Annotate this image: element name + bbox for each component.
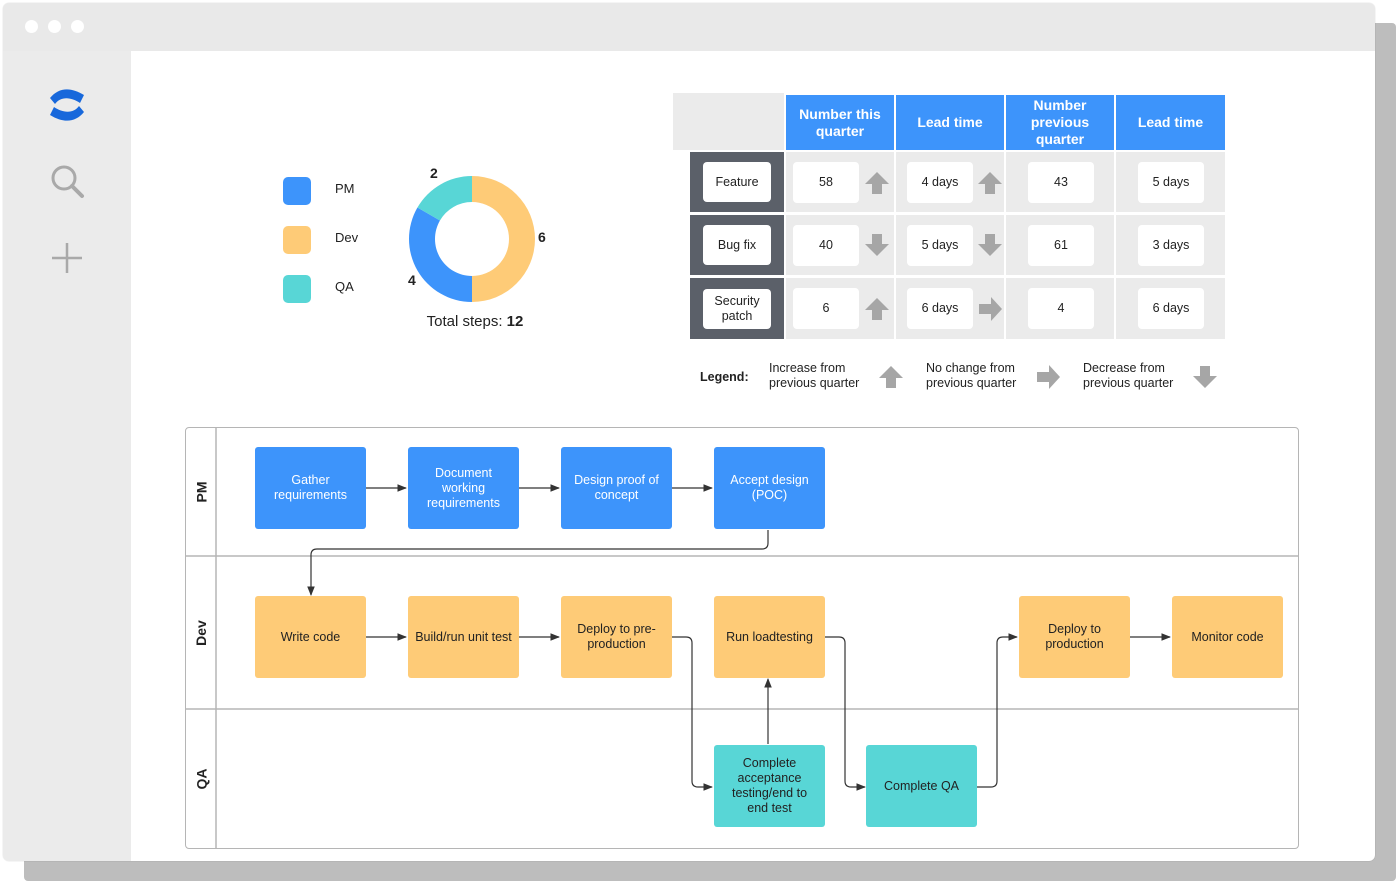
plus-icon[interactable] — [3, 234, 131, 282]
legend-no-change-text: No change from previous quarter — [926, 361, 1017, 390]
cell-lead: 5 days — [896, 215, 1004, 275]
step-acceptance-testing[interactable]: Complete acceptance testing/end to end t… — [714, 745, 825, 827]
table-legend-title: Legend: — [700, 370, 749, 384]
cell-prev-lead: 5 days — [1116, 152, 1225, 212]
legend-swatch-qa — [283, 275, 311, 303]
window-control-dot[interactable] — [71, 20, 84, 33]
legend-swatch-dev — [283, 226, 311, 254]
donut-slice-dev — [472, 176, 535, 302]
cell-value: 4 days — [907, 162, 973, 203]
cell-value: 6 days — [1138, 288, 1204, 329]
cell-value: 4 — [1028, 288, 1094, 329]
arrow-down-icon — [1193, 366, 1217, 388]
cell-count: 58 — [786, 152, 894, 212]
title-bar — [3, 3, 1375, 51]
cell-prev-lead: 3 days — [1116, 215, 1225, 275]
lane-label-text: QA — [193, 768, 209, 790]
row-label-feature: Feature — [690, 152, 784, 212]
step-complete-qa[interactable]: Complete QA — [866, 745, 977, 827]
lane-label-text: Dev — [193, 620, 209, 646]
arrow-down-icon — [978, 234, 1002, 256]
step-build-unit-test[interactable]: Build/run unit test — [408, 596, 519, 678]
donut-value-dev: 6 — [538, 229, 546, 245]
arrow-right-icon — [979, 297, 1002, 321]
row-label-text: Security patch — [703, 288, 771, 329]
row-label-security-patch: Security patch — [690, 278, 784, 339]
legend-increase-text: Increase from previous quarter — [769, 361, 860, 390]
cell-value: 5 days — [1138, 162, 1204, 203]
step-design-poc[interactable]: Design proof of concept — [561, 447, 672, 529]
row-label-text: Feature — [703, 162, 771, 202]
header-number-previous-quarter: Number previous quarter — [1006, 95, 1114, 150]
step-document-requirements[interactable]: Document working requirements — [408, 447, 519, 529]
window-control-dot[interactable] — [48, 20, 61, 33]
header-number-this-quarter: Number this quarter — [786, 95, 894, 150]
step-accept-design[interactable]: Accept design (POC) — [714, 447, 825, 529]
sidebar — [3, 51, 131, 861]
lane-label-pm: PM — [186, 428, 216, 556]
cell-lead: 6 days — [896, 278, 1004, 339]
swimlane-diagram — [185, 427, 1299, 849]
step-run-loadtesting[interactable]: Run loadtesting — [714, 596, 825, 678]
header-lead-time: Lead time — [896, 95, 1004, 150]
step-gather-requirements[interactable]: Gather requirements — [255, 447, 366, 529]
legend-label-pm: PM — [335, 181, 355, 196]
cell-prev-count: 61 — [1006, 215, 1114, 275]
cell-value: 3 days — [1138, 225, 1204, 266]
step-write-code[interactable]: Write code — [255, 596, 366, 678]
legend-label-dev: Dev — [335, 230, 359, 245]
legend-swatch-pm — [283, 177, 311, 205]
table-corner — [673, 93, 784, 150]
donut-slice-pm — [409, 207, 472, 302]
arrow-up-icon — [978, 172, 1002, 194]
row-label-bug-fix: Bug fix — [690, 215, 784, 275]
donut-slice-qa — [417, 176, 472, 221]
cell-value: 43 — [1028, 162, 1094, 203]
cell-value: 6 — [793, 288, 859, 329]
lane-label-text: PM — [193, 481, 209, 503]
window-control-dot[interactable] — [25, 20, 38, 33]
confluence-logo-icon[interactable] — [3, 81, 131, 129]
cell-value: 61 — [1028, 225, 1094, 266]
total-steps: Total steps: 12 — [395, 313, 555, 330]
cell-prev-lead: 6 days — [1116, 278, 1225, 339]
cell-lead: 4 days — [896, 152, 1004, 212]
cell-prev-count: 4 — [1006, 278, 1114, 339]
step-deploy-production[interactable]: Deploy to production — [1019, 596, 1130, 678]
row-label-text: Bug fix — [703, 225, 771, 265]
step-deploy-preproduction[interactable]: Deploy to pre-production — [561, 596, 672, 678]
arrow-right-icon — [1037, 365, 1060, 389]
arrow-down-icon — [865, 234, 889, 256]
legend-label-qa: QA — [335, 279, 354, 294]
arrow-up-icon — [879, 366, 903, 388]
arrow-up-icon — [865, 172, 889, 194]
cell-value: 6 days — [907, 288, 973, 329]
step-monitor-code[interactable]: Monitor code — [1172, 596, 1283, 678]
search-icon[interactable] — [3, 157, 131, 205]
cell-prev-count: 43 — [1006, 152, 1114, 212]
arrow-up-icon — [865, 298, 889, 320]
cell-count: 40 — [786, 215, 894, 275]
cell-value: 5 days — [907, 225, 973, 266]
lane-label-qa: QA — [186, 710, 216, 848]
cell-value: 40 — [793, 225, 859, 266]
donut-value-qa: 2 — [430, 165, 438, 181]
donut-value-pm: 4 — [408, 272, 416, 288]
lane-label-dev: Dev — [186, 557, 216, 709]
cell-value: 58 — [793, 162, 859, 203]
donut-chart — [409, 176, 535, 302]
header-previous-lead-time: Lead time — [1116, 95, 1225, 150]
legend-decrease-text: Decrease from previous quarter — [1083, 361, 1174, 390]
cell-count: 6 — [786, 278, 894, 339]
total-steps-label: Total steps: — [426, 313, 503, 330]
total-steps-value: 12 — [506, 313, 524, 330]
